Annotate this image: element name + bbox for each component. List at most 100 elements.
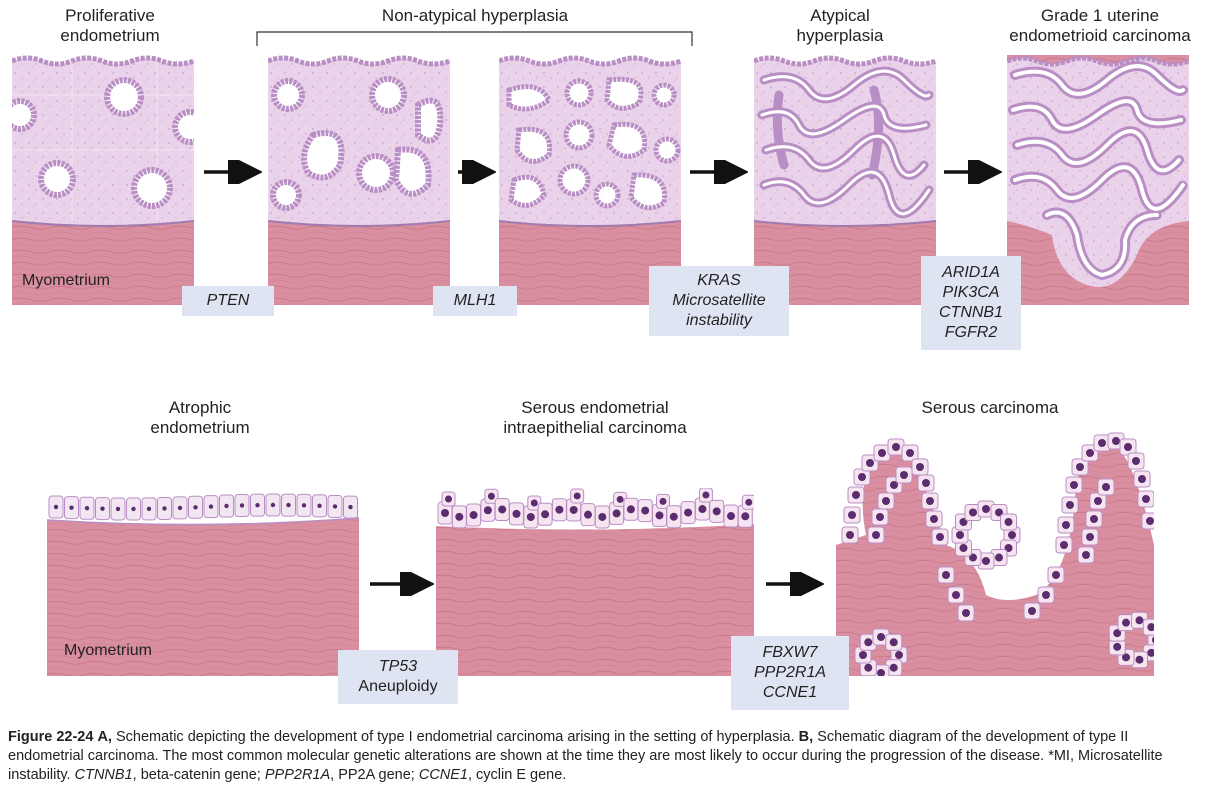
arrow-a1 [204, 160, 262, 184]
panel-non-atypical-2 [499, 55, 681, 305]
gene-box-arid1a-group: ARID1A PIK3CA CTNNB1 FGFR2 [921, 256, 1021, 350]
nucleus [317, 503, 322, 509]
nucleus [641, 506, 650, 515]
nucleus [487, 492, 495, 500]
nucleus [1062, 521, 1070, 529]
nucleus [982, 505, 990, 513]
nucleus [512, 509, 521, 518]
nucleus [952, 591, 960, 599]
nucleus [872, 531, 880, 539]
nucleus [1086, 533, 1094, 541]
nucleus [100, 506, 105, 511]
nucleus [882, 497, 890, 505]
nucleus [1146, 517, 1154, 525]
nucleus [1122, 618, 1130, 627]
arrow-a4 [944, 160, 1002, 184]
nucleus [1113, 629, 1122, 638]
nucleus [848, 511, 856, 519]
nucleus [1122, 653, 1130, 662]
arrow-a2 [458, 160, 496, 184]
nucleus [146, 506, 152, 512]
nucleus [1135, 655, 1144, 664]
nucleus [1102, 483, 1110, 491]
nucleus [1042, 591, 1050, 599]
nucleus [1112, 437, 1120, 445]
nucleus [612, 509, 621, 518]
nucleus [1135, 616, 1144, 625]
nucleus [877, 669, 885, 676]
nucleus [864, 663, 873, 672]
nucleus [1082, 551, 1090, 559]
nucleus [969, 508, 977, 517]
nucleus [942, 571, 950, 579]
panel-seic [436, 488, 754, 676]
nucleus [1132, 457, 1140, 465]
nucleus [982, 557, 990, 565]
arrow-a3 [690, 160, 748, 184]
nucleus [541, 510, 550, 519]
nucleus [1004, 518, 1013, 526]
non-atypical-bracket [256, 31, 693, 46]
nucleus [936, 533, 944, 541]
nucleus [846, 531, 854, 539]
myometrium-label-b: Myometrium [64, 642, 153, 659]
panel-proliferative [12, 55, 194, 305]
nucleus [859, 651, 867, 659]
nucleus [483, 506, 492, 515]
nucleus [626, 505, 635, 514]
nucleus [892, 443, 900, 451]
nucleus [286, 502, 291, 508]
nucleus [906, 449, 914, 457]
nucleus [745, 498, 753, 506]
nucleus [877, 633, 885, 641]
nucleus [866, 459, 874, 467]
nucleus [1070, 481, 1078, 489]
stage-label-grade1: Grade 1 uterine endometrioid carcinoma [1009, 6, 1191, 45]
panel-atrophic [47, 493, 359, 676]
nucleus [1098, 439, 1106, 447]
nucleus [916, 463, 924, 471]
nucleus [852, 491, 860, 499]
stage-label-atrophic: Atrophic endometrium [150, 398, 250, 437]
nucleus [858, 473, 866, 481]
nucleus [224, 503, 229, 509]
nucleus [239, 503, 245, 508]
myometrium-label-a: Myometrium [22, 272, 111, 289]
nucleus [1008, 531, 1016, 539]
nucleus [1066, 501, 1074, 509]
nucleus [727, 512, 735, 521]
nucleus [712, 507, 721, 516]
arrow-b2 [766, 572, 824, 596]
nucleus [84, 506, 90, 511]
nucleus [890, 481, 898, 489]
nucleus [598, 512, 607, 521]
nucleus [876, 513, 884, 521]
stage-label-atypical: Atypical hyperplasia [796, 6, 884, 45]
nucleus [69, 505, 74, 510]
nucleus [702, 491, 710, 499]
nucleus [962, 609, 970, 617]
nucleus [255, 502, 260, 508]
nucleus [584, 510, 592, 519]
nucleus [1094, 497, 1102, 505]
nucleus [741, 512, 750, 521]
gene-box-kras-msi: KRAS Microsatellite instability [649, 266, 789, 336]
nucleus [498, 505, 507, 514]
nucleus [526, 512, 535, 521]
nucleus [959, 544, 968, 552]
stage-label-proliferative: Proliferative endometrium [60, 6, 160, 45]
nucleus [889, 663, 898, 672]
nucleus [569, 505, 578, 514]
nucleus [698, 505, 707, 514]
stage-label-serous: Serous carcinoma [921, 398, 1059, 417]
nucleus [348, 504, 353, 510]
nucleus [469, 511, 478, 520]
nucleus [177, 505, 183, 511]
nucleus [208, 504, 214, 509]
nucleus [659, 497, 667, 505]
nucleus [270, 502, 276, 508]
nucleus [1138, 475, 1146, 483]
nucleus [1124, 443, 1132, 451]
nucleus [926, 497, 934, 505]
nucleus [1113, 642, 1122, 651]
